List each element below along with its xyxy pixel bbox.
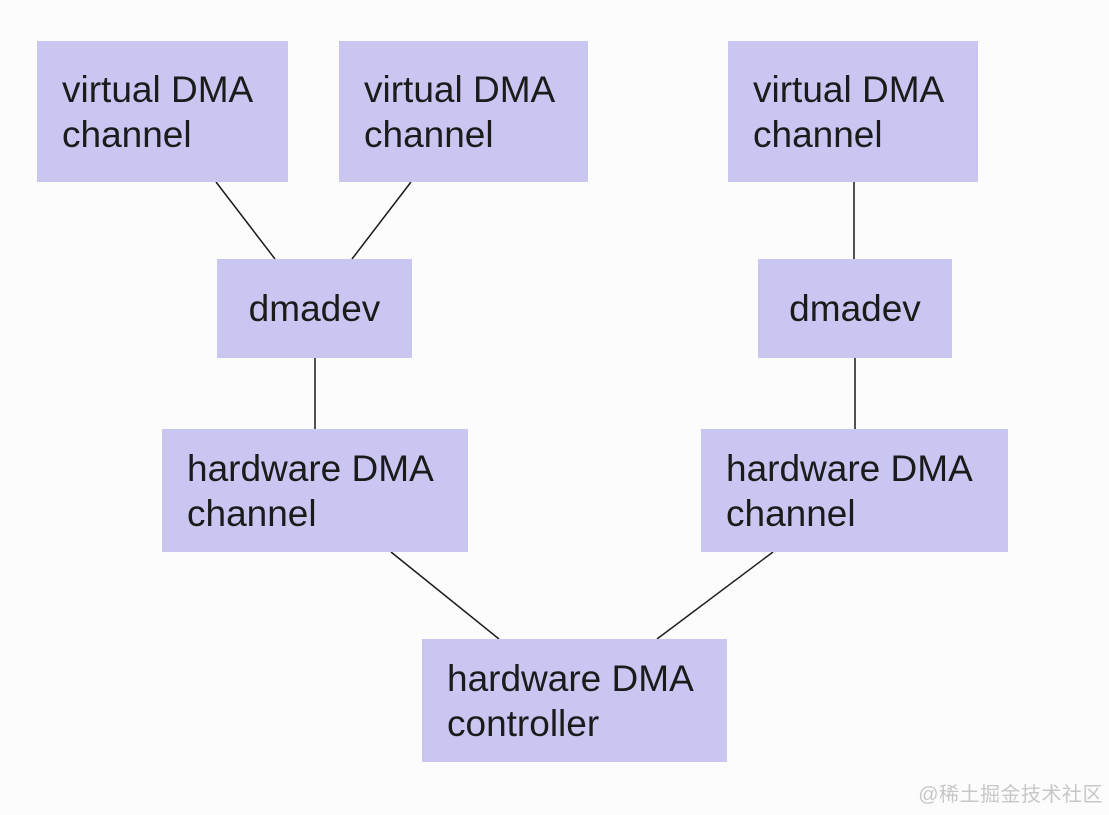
node-label: virtual DMA channel [62,68,252,155]
node-virtual-dma-channel-2: virtual DMA channel [339,41,588,182]
node-hardware-dma-channel-2: hardware DMA channel [701,429,1008,552]
juejin-watermark: @稀土掘金技术社区 [918,784,1103,806]
node-virtual-dma-channel-3: virtual DMA channel [728,41,978,182]
node-label: hardware DMA controller [447,657,692,744]
node-label: dmadev [789,288,921,329]
node-hardware-dma-channel-1: hardware DMA channel [162,429,468,552]
edge-vchan2-dmadev1 [351,181,412,260]
edge-hwchan2-hwctrl [656,551,774,640]
node-dmadev-1: dmadev [217,259,412,358]
node-hardware-dma-controller: hardware DMA controller [422,639,727,762]
node-virtual-dma-channel-1: virtual DMA channel [37,41,288,182]
node-label: virtual DMA channel [364,68,554,155]
node-label: hardware DMA channel [726,447,971,534]
node-dmadev-2: dmadev [758,259,952,358]
node-label: hardware DMA channel [187,447,432,534]
edge-hwchan1-hwctrl [390,551,500,640]
node-label: dmadev [248,288,381,329]
edge-vchan1-dmadev1 [215,181,276,260]
node-label: virtual DMA channel [753,68,943,155]
